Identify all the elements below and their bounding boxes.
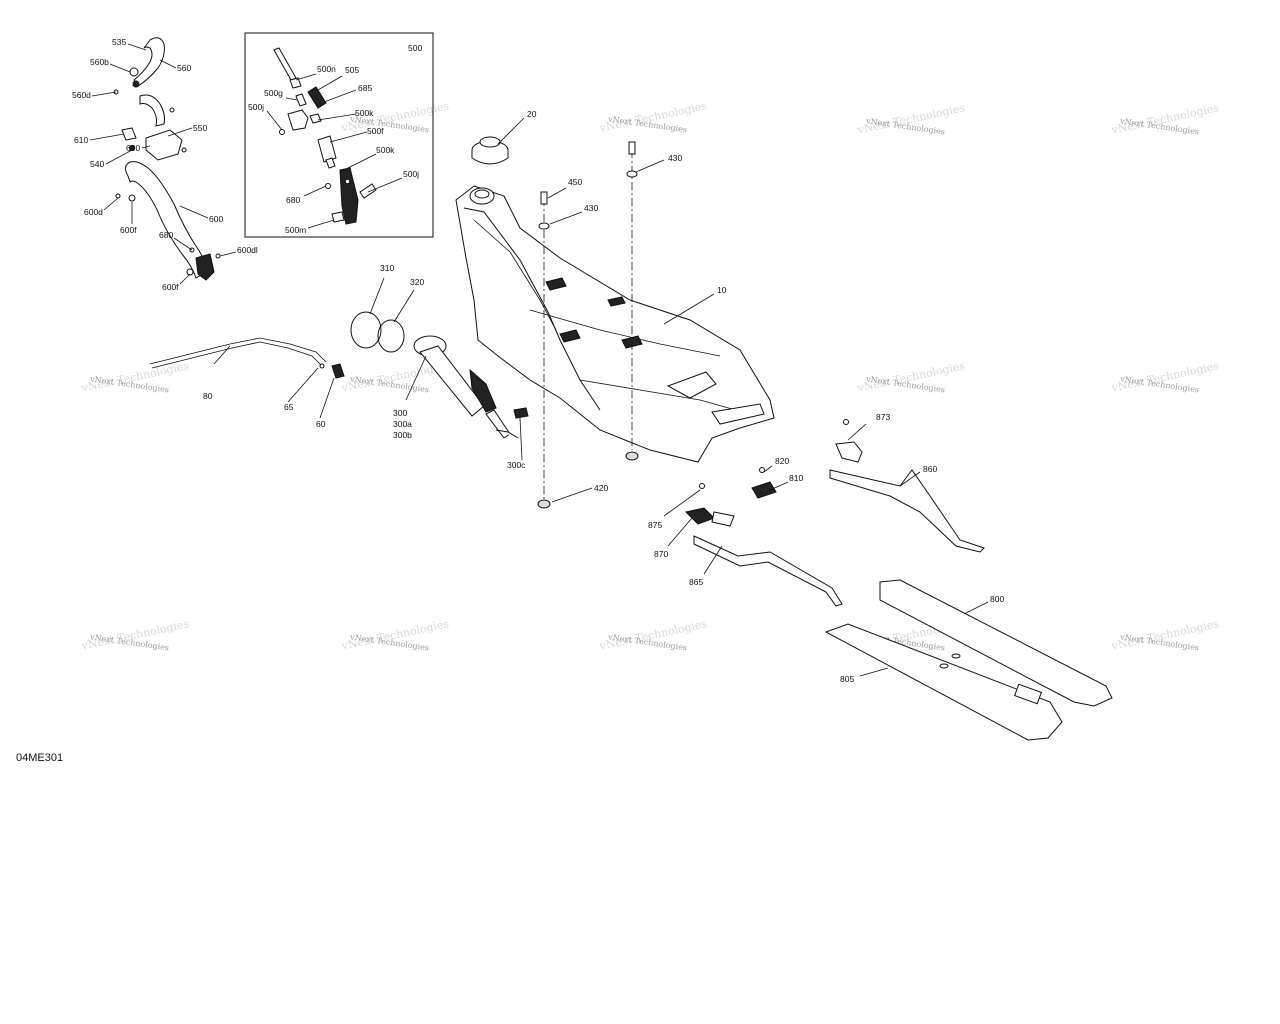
callout-500k_b: 500k bbox=[376, 145, 395, 155]
callout-320: 320 bbox=[410, 277, 424, 287]
callout-310: 310 bbox=[380, 263, 394, 273]
callout-600: 600 bbox=[209, 214, 223, 224]
skid-plates bbox=[824, 579, 1113, 741]
callout-873: 873 bbox=[876, 412, 890, 422]
diagram-code: 04ME301 bbox=[16, 752, 63, 764]
callout-500j_b: 500j bbox=[403, 169, 419, 179]
callout-500k_a: 500k bbox=[355, 108, 374, 118]
callout-860: 860 bbox=[923, 464, 937, 474]
seal-rings bbox=[350, 311, 405, 353]
callout-600dl: 600dl bbox=[237, 245, 258, 255]
callout-80: 80 bbox=[203, 391, 213, 401]
callout-500j_a: 500j bbox=[248, 102, 264, 112]
inset-box-label: 500 bbox=[408, 43, 422, 53]
fuel-pump-module bbox=[413, 335, 529, 439]
callout-500m: 500m bbox=[285, 225, 306, 235]
callout-300a: 300a bbox=[393, 419, 412, 429]
callout-500f: 500f bbox=[367, 126, 384, 136]
callout-680_b: 680 bbox=[286, 195, 300, 205]
callout-535: 535 bbox=[112, 37, 126, 47]
callout-450: 450 bbox=[568, 177, 582, 187]
callout-870: 870 bbox=[654, 549, 668, 559]
clip-810 bbox=[751, 467, 777, 499]
callout-20: 20 bbox=[527, 109, 537, 119]
main-leaders bbox=[213, 117, 989, 677]
callout-820: 820 bbox=[775, 456, 789, 466]
rear-bracket bbox=[829, 419, 985, 553]
callout-500n: 500n bbox=[317, 64, 336, 74]
callout-labels: 535 560 560b 560d 550 610 690 540 600d 600 600f 680… bbox=[72, 37, 1004, 684]
callout-600f_b: 600f bbox=[162, 282, 179, 292]
callout-65: 65 bbox=[284, 402, 294, 412]
callout-300: 300 bbox=[393, 408, 407, 418]
callout-560: 560 bbox=[177, 63, 191, 73]
callout-685: 685 bbox=[358, 83, 372, 93]
front-bracket bbox=[685, 483, 843, 607]
callout-800: 800 bbox=[990, 594, 1004, 604]
fuel-tank bbox=[455, 185, 775, 463]
fuel-cap bbox=[471, 136, 509, 165]
callout-505: 505 bbox=[345, 65, 359, 75]
vent-hose-assembly bbox=[113, 37, 221, 281]
fuel-line bbox=[149, 337, 345, 379]
callout-610: 610 bbox=[74, 135, 88, 145]
inset-leaders bbox=[266, 73, 403, 229]
callout-690: 690 bbox=[126, 143, 140, 153]
callout-430_b: 430 bbox=[584, 203, 598, 213]
callout-865: 865 bbox=[689, 577, 703, 587]
callout-550: 550 bbox=[193, 123, 207, 133]
callout-540: 540 bbox=[90, 159, 104, 169]
tank-fasteners bbox=[537, 141, 639, 509]
hose-leaders bbox=[89, 43, 237, 285]
callout-60: 60 bbox=[316, 419, 326, 429]
inset-box-500 bbox=[244, 32, 434, 238]
callout-810: 810 bbox=[789, 473, 803, 483]
callout-805: 805 bbox=[840, 674, 854, 684]
callout-680_a: 680 bbox=[159, 230, 173, 240]
callout-560b: 560b bbox=[90, 57, 109, 67]
callout-875: 875 bbox=[648, 520, 662, 530]
callout-430_a: 430 bbox=[668, 153, 682, 163]
callout-500g: 500g bbox=[264, 88, 283, 98]
callout-300b: 300b bbox=[393, 430, 412, 440]
callout-600f_a: 600f bbox=[120, 225, 137, 235]
callout-560d: 560d bbox=[72, 90, 91, 100]
callout-300c: 300c bbox=[507, 460, 526, 470]
callout-420: 420 bbox=[594, 483, 608, 493]
callout-600d: 600d bbox=[84, 207, 103, 217]
callout-10: 10 bbox=[717, 285, 727, 295]
